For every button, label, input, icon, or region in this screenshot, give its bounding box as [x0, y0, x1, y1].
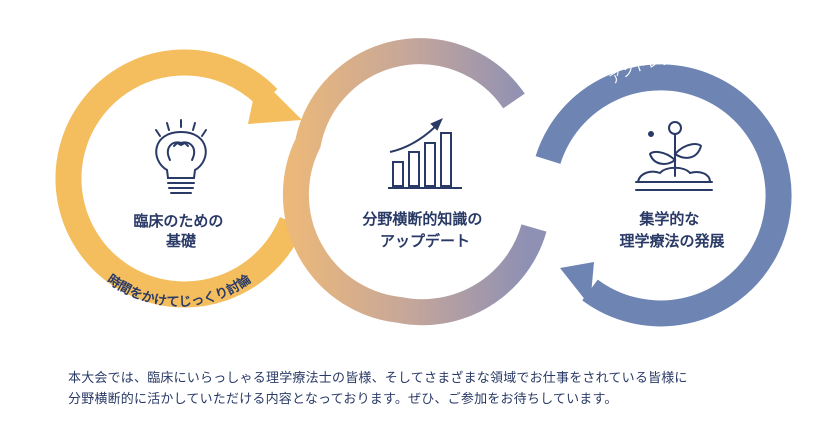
circle-title-3: 集学的な 理学療法の発展 [619, 210, 724, 250]
right-ring-arc [535, 64, 792, 327]
middle-ring [282, 38, 547, 326]
growth-bar-chart-icon [388, 118, 462, 189]
circle-title-1: 臨床のための 基礎 [133, 212, 228, 250]
circle-title-2: 分野横断的知識の アップデート [362, 210, 487, 250]
description-line-1: 本大会では、臨床にいらっしゃる理学療法士の皆様、そしてさまざまな領域でお仕事をさ… [68, 371, 688, 386]
description-line-2: 分野横断的に活かしていただける内容となっております。ぜひ、ご参加をお待ちしていま… [68, 392, 618, 407]
sprouting-plant-icon [635, 121, 713, 191]
right-ring: アントレプレナーシップ [535, 53, 792, 327]
left-ring: 時間をかけてじっくり討論 [55, 49, 305, 310]
middle-ring-arc [282, 38, 547, 326]
lightbulb-icon [155, 119, 207, 194]
three-circle-flow-diagram: 時間をかけてじっくり討論 アントレプレナーシップ [55, 38, 792, 327]
description-text: 本大会では、臨床にいらっしゃる理学療法士の皆様、そしてさまざまな領域でお仕事をさ… [68, 368, 808, 410]
right-ring-arrowhead [560, 262, 594, 306]
left-ring-arc [55, 49, 305, 308]
left-ring-arrowhead [248, 76, 302, 124]
